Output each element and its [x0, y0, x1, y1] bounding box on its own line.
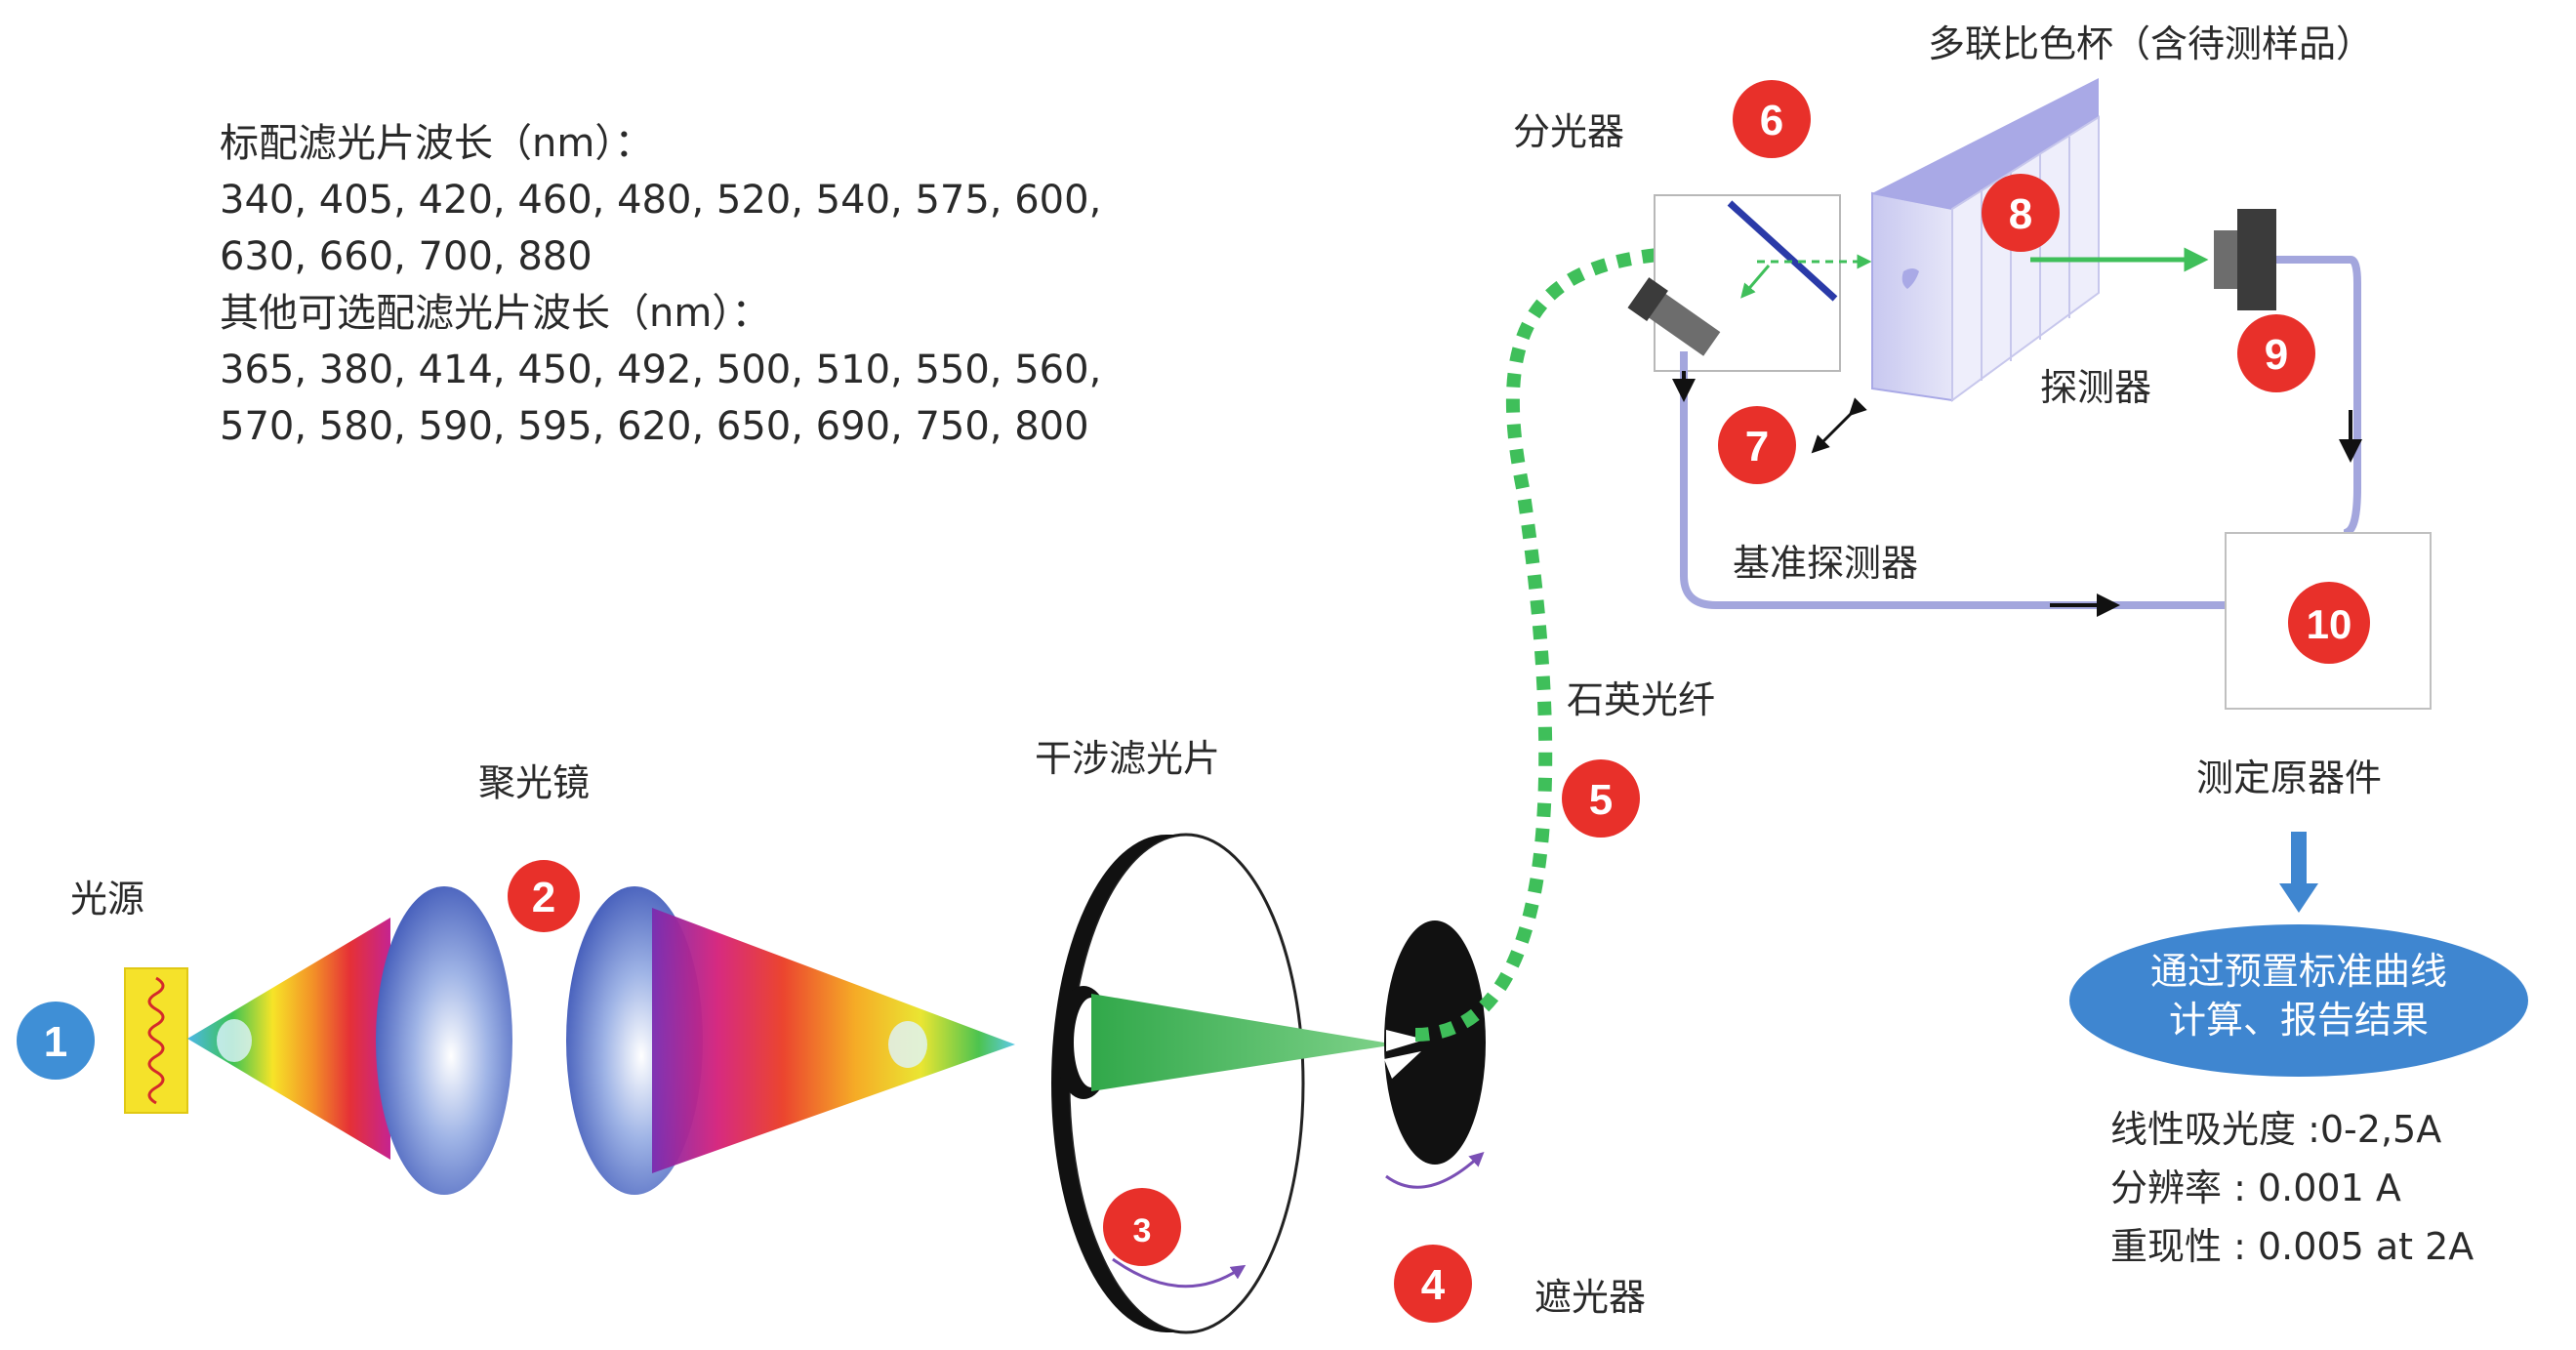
result-ellipse: 通过预置标准曲线 计算、报告结果 — [2069, 924, 2528, 1077]
standard-filters-line-2: 630, 660, 700, 880 — [220, 234, 593, 279]
beam-condenser-to-filter — [652, 908, 1015, 1173]
splitter-reflect-beam — [1740, 265, 1771, 299]
svg-text:10: 10 — [2307, 601, 2352, 647]
detector-cable — [2276, 256, 2361, 536]
svg-text:9: 9 — [2265, 331, 2288, 379]
beam-glow-2 — [888, 1021, 927, 1068]
cuvette-side — [1951, 115, 2100, 402]
badge-6: 6 — [1733, 80, 1811, 158]
optional-filters-line-2: 570, 580, 590, 595, 620, 650, 690, 750, … — [220, 404, 1089, 449]
splitter-mirror — [1727, 200, 1838, 302]
svg-text:2: 2 — [532, 874, 555, 921]
badge-1: 1 — [17, 1002, 95, 1080]
shutter-label: 遮光器 — [1534, 1276, 1646, 1319]
svg-text:7: 7 — [1745, 423, 1769, 470]
filter-rotation-arrow-icon — [1112, 1257, 1247, 1289]
standard-filters-line-1: 340, 405, 420, 460, 480, 520, 540, 575, … — [220, 178, 1101, 223]
optional-filters-heading: 其他可选配滤光片波长（nm）： — [220, 291, 770, 336]
svg-text:3: 3 — [1133, 1212, 1152, 1249]
badge-4: 4 — [1394, 1245, 1472, 1323]
spec-linearity: 线性吸光度 :0-2,5A — [2110, 1108, 2441, 1151]
result-arrow-shaft — [2291, 832, 2307, 888]
quartz-fiber-path — [1414, 244, 1738, 1042]
beam-splitter-label: 分光器 — [1513, 110, 1624, 153]
light-source-label: 光源 — [70, 878, 144, 920]
multi-cuvette: 多联比色杯（含待测样品） — [1811, 22, 2373, 454]
detector-body — [2237, 209, 2276, 310]
standard-filters-heading: 标配滤光片波长（nm）： — [220, 121, 653, 166]
badge-2: 2 — [508, 860, 580, 932]
result-line-1: 通过预置标准曲线 — [2150, 950, 2447, 993]
sample-drop-icon — [1901, 268, 1919, 289]
badge-10: 10 — [2288, 582, 2370, 664]
svg-text:6: 6 — [1760, 97, 1783, 144]
svg-text:8: 8 — [2009, 190, 2032, 238]
shutter-blades — [1384, 1030, 1425, 1079]
badge-5: 5 — [1562, 759, 1640, 838]
reference-detector-label: 基准探测器 — [1733, 542, 1918, 585]
svg-text:5: 5 — [1589, 776, 1613, 824]
interference-filter-label: 干涉滤光片 — [1035, 737, 1220, 780]
cuvette-movement-arrow-icon — [1811, 397, 1867, 454]
badge-9: 9 — [2237, 314, 2315, 392]
shutter-disc — [1384, 920, 1486, 1165]
spec-resolution: 分辨率 : 0.001 A — [2110, 1166, 2401, 1209]
monochromatic-beam — [1091, 994, 1396, 1091]
badge-3: 3 — [1103, 1188, 1181, 1266]
result-ellipse-shape — [2069, 924, 2528, 1077]
badge-8: 8 — [1982, 174, 2060, 252]
light-source: 光源 — [70, 878, 188, 1114]
cuvette-front — [1871, 191, 1953, 402]
svg-text:1: 1 — [44, 1018, 67, 1066]
reference-cable — [1680, 351, 2226, 609]
quartz-fiber-label: 石英光纤 — [1567, 678, 1715, 721]
filter-wavelength-block: 标配滤光片波长（nm）： 340, 405, 420, 460, 480, 52… — [220, 121, 1101, 449]
badge-7: 7 — [1718, 406, 1796, 484]
beam-splitter: 分光器 — [1513, 110, 1872, 372]
condenser-lens-left — [376, 886, 512, 1195]
spec-reproducibility: 重现性 : 0.005 at 2A — [2110, 1225, 2474, 1268]
beam-glow — [217, 1019, 252, 1062]
shutter-rotation-arrow-icon — [1385, 1151, 1485, 1189]
measuring-element-label: 测定原器件 — [2196, 757, 2382, 799]
detector-label: 探测器 — [2040, 366, 2151, 409]
svg-text:4: 4 — [1421, 1261, 1446, 1309]
reference-detector-icon — [1627, 277, 1721, 356]
detector: 探测器 — [2040, 209, 2276, 409]
detector-window — [2214, 230, 2241, 289]
spec-list: 线性吸光度 :0-2,5A 分辨率 : 0.001 A 重现性 : 0.005 … — [2110, 1108, 2474, 1268]
optional-filters-line-1: 365, 380, 414, 450, 492, 500, 510, 550, … — [220, 348, 1101, 392]
filament-coil-icon — [147, 976, 165, 1105]
cuvette-label: 多联比色杯（含待测样品） — [1928, 22, 2373, 65]
result-down-arrow-icon — [2279, 883, 2318, 913]
condenser-label: 聚光镜 — [478, 761, 590, 804]
result-line-2: 计算、报告结果 — [2169, 999, 2429, 1042]
shutter: 遮光器 — [1384, 920, 1646, 1319]
beam-source-to-condenser — [187, 918, 390, 1160]
